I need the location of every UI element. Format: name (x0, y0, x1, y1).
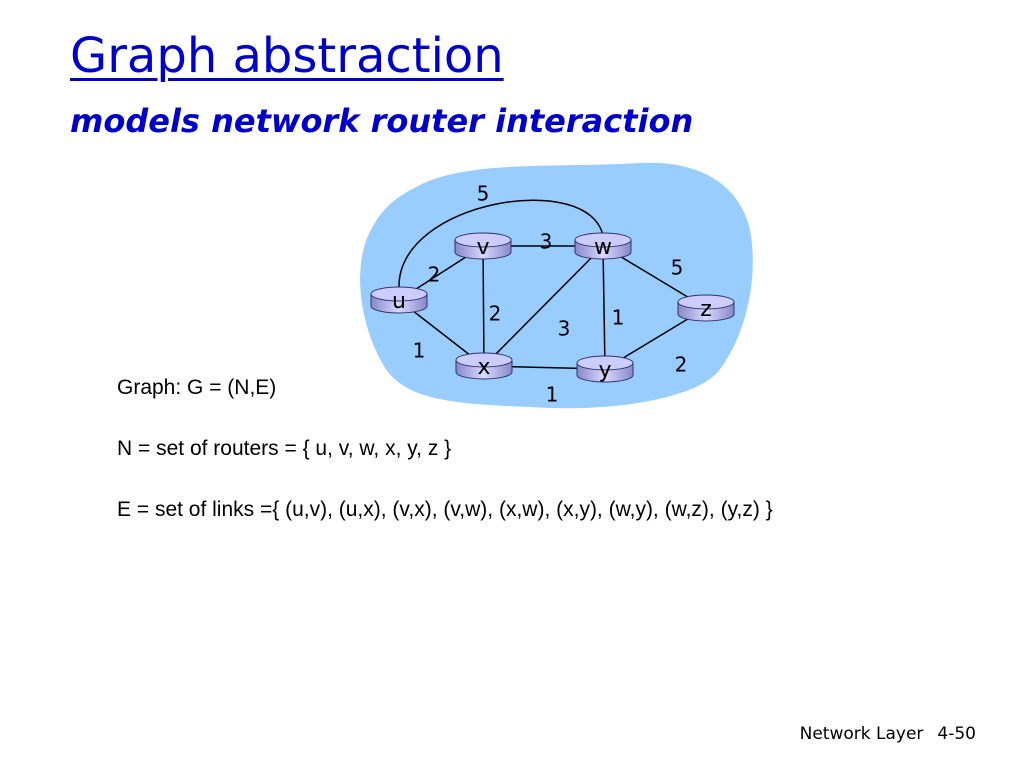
edge-weight-v-x: 2 (489, 302, 502, 326)
graph-definition: Graph: G = (N,E) (117, 376, 277, 399)
nodes-definition: N = set of routers = { u, v, w, x, y, z … (117, 437, 452, 460)
slide-title: Graph abstraction (70, 28, 504, 84)
network-cloud (360, 162, 753, 409)
router-label-w: w (594, 235, 612, 260)
edge-w-y (602, 245, 606, 370)
edge-weight-x-y: 1 (546, 383, 559, 407)
router-label-y: y (598, 358, 611, 383)
slide-footer: Network Layer 4-50 (800, 724, 976, 744)
routers-layer: u v w x y z (370, 232, 735, 383)
router-x: x (455, 352, 513, 380)
page-number: 4-50 (937, 724, 976, 744)
edge-v-x (482, 245, 485, 367)
router-z: z (677, 294, 735, 322)
edge-u-w (398, 199, 604, 289)
edge-x-w (483, 245, 604, 367)
weights-layer: 2 1 5 3 2 3 1 1 5 2 (413, 182, 688, 407)
edge-weight-u-v: 2 (428, 263, 441, 287)
edge-weight-w-z: 5 (671, 256, 684, 280)
footer-section: Network Layer (799, 724, 924, 744)
edge-weight-x-w: 3 (558, 317, 571, 341)
edge-weight-y-z: 2 (675, 353, 688, 377)
edge-weight-w-y: 1 (612, 306, 625, 330)
router-u: u (370, 286, 428, 314)
edges-definition: E = set of links ={ (u,v), (u,x), (v,x),… (117, 498, 773, 521)
edge-weight-v-w: 3 (540, 230, 553, 254)
router-label-u: u (392, 289, 406, 314)
edge-weight-u-x: 1 (413, 339, 426, 363)
router-label-z: z (700, 297, 712, 322)
router-label-v: v (476, 235, 489, 260)
edge-weight-u-w: 5 (477, 182, 490, 206)
router-label-x: x (477, 355, 490, 380)
slide-subtitle: models network router interaction (70, 102, 694, 140)
router-v: v (454, 232, 512, 260)
router-y: y (576, 355, 634, 383)
router-w: w (574, 232, 632, 260)
